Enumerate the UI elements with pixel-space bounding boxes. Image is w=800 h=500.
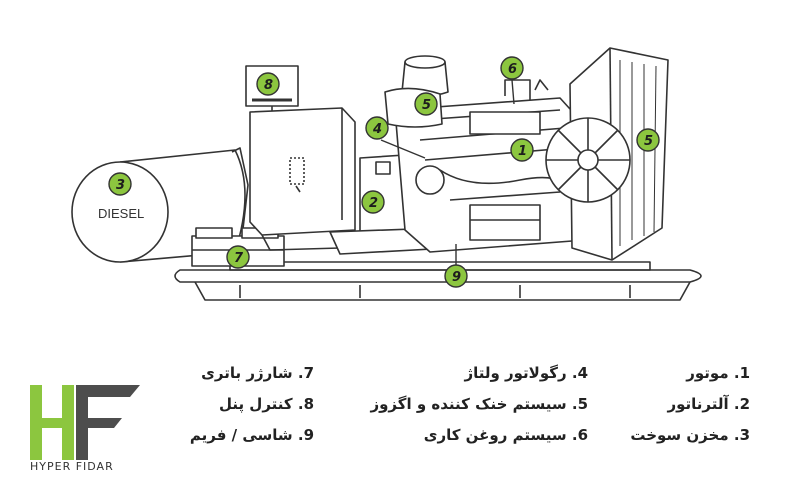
legend-text: سیستم روغن کاری [423, 426, 567, 444]
callout-3-label: 3 [116, 178, 125, 193]
callout-3: 3 [108, 172, 132, 196]
callout-5b-label: 5 [644, 134, 653, 149]
legend-number: 6. [571, 426, 588, 444]
logo-h-mark [30, 385, 74, 460]
legend-text: کنترل پنل [218, 395, 293, 413]
callout-4: 4 [365, 116, 426, 159]
legend-text: آلترناتور [667, 395, 729, 413]
legend-item-alternator: 2. آلترناتور [667, 395, 750, 413]
engine [394, 97, 586, 253]
callout-8-label: 8 [264, 78, 273, 93]
legend-number: 3. [733, 426, 750, 444]
legend-text: موتور [686, 364, 729, 382]
legend-text: سیستم خنک کننده و اگزوز [370, 395, 567, 413]
tank-label: DIESEL [98, 206, 144, 221]
legend-item-fuel-tank: 3. مخزن سوخت [630, 426, 750, 444]
legend-number: 7. [297, 364, 314, 382]
legend-item-battery-charger: 7. شارژر باتری [201, 364, 314, 382]
callout-7-label: 7 [234, 251, 244, 266]
logo-text: HYPER FIDAR [30, 460, 114, 473]
legend-item-lubrication: 6. سیستم روغن کاری [424, 426, 588, 444]
legend-number: 4. [571, 364, 588, 382]
legend-item-engine: 1. موتور [686, 364, 750, 382]
legend-text: مخزن سوخت [630, 426, 729, 444]
alternator-housing [249, 107, 356, 251]
legend-item-voltage-regulator: 4. رگولاتور ولتاژ [464, 364, 588, 382]
legend-item-control-panel: 8. کنترل پنل [219, 395, 314, 413]
legend-number: 9. [297, 426, 314, 444]
logo-f-mark [76, 385, 140, 460]
callout-5-exhaust: 5 [414, 92, 438, 116]
callout-2-label: 2 [369, 196, 378, 211]
legend-number: 1. [733, 364, 750, 382]
callout-6-label: 6 [508, 62, 517, 77]
oil-system [504, 79, 549, 100]
callout-8: 8 [256, 72, 280, 96]
legend-number: 8. [297, 395, 314, 413]
chassis-frame [174, 261, 702, 301]
callout-4-label: 4 [372, 122, 382, 137]
generator-diagram: DIESEL 1 2 3 4 5 5 6 7 8 9 [71, 47, 702, 301]
legend-item-cooling-exhaust: 5. سیستم خنک کننده و اگزوز [370, 395, 588, 413]
callout-9-label: 9 [452, 270, 461, 285]
radiator [545, 47, 669, 261]
legend-item-chassis: 9. شاسی / فریم [190, 426, 314, 444]
legend-number: 5. [571, 395, 588, 413]
callout-1: 1 [510, 138, 534, 162]
control-panel [245, 65, 299, 112]
legend-text: شارژر باتری [201, 364, 293, 382]
legend-text: شاسی / فریم [189, 426, 293, 444]
callout-9: 9 [444, 244, 468, 288]
callout-7: 7 [226, 245, 250, 269]
callout-5-radiator: 5 [636, 128, 660, 152]
callout-2: 2 [361, 190, 385, 214]
legend-text: رگولاتور ولتاژ [464, 364, 567, 382]
callout-6: 6 [500, 56, 524, 105]
air-filter [384, 55, 449, 128]
hyper-fidar-logo [30, 385, 140, 460]
battery-charger [191, 227, 285, 267]
callout-5a-label: 5 [422, 98, 431, 113]
callout-1-label: 1 [518, 144, 527, 159]
legend-number: 2. [733, 395, 750, 413]
